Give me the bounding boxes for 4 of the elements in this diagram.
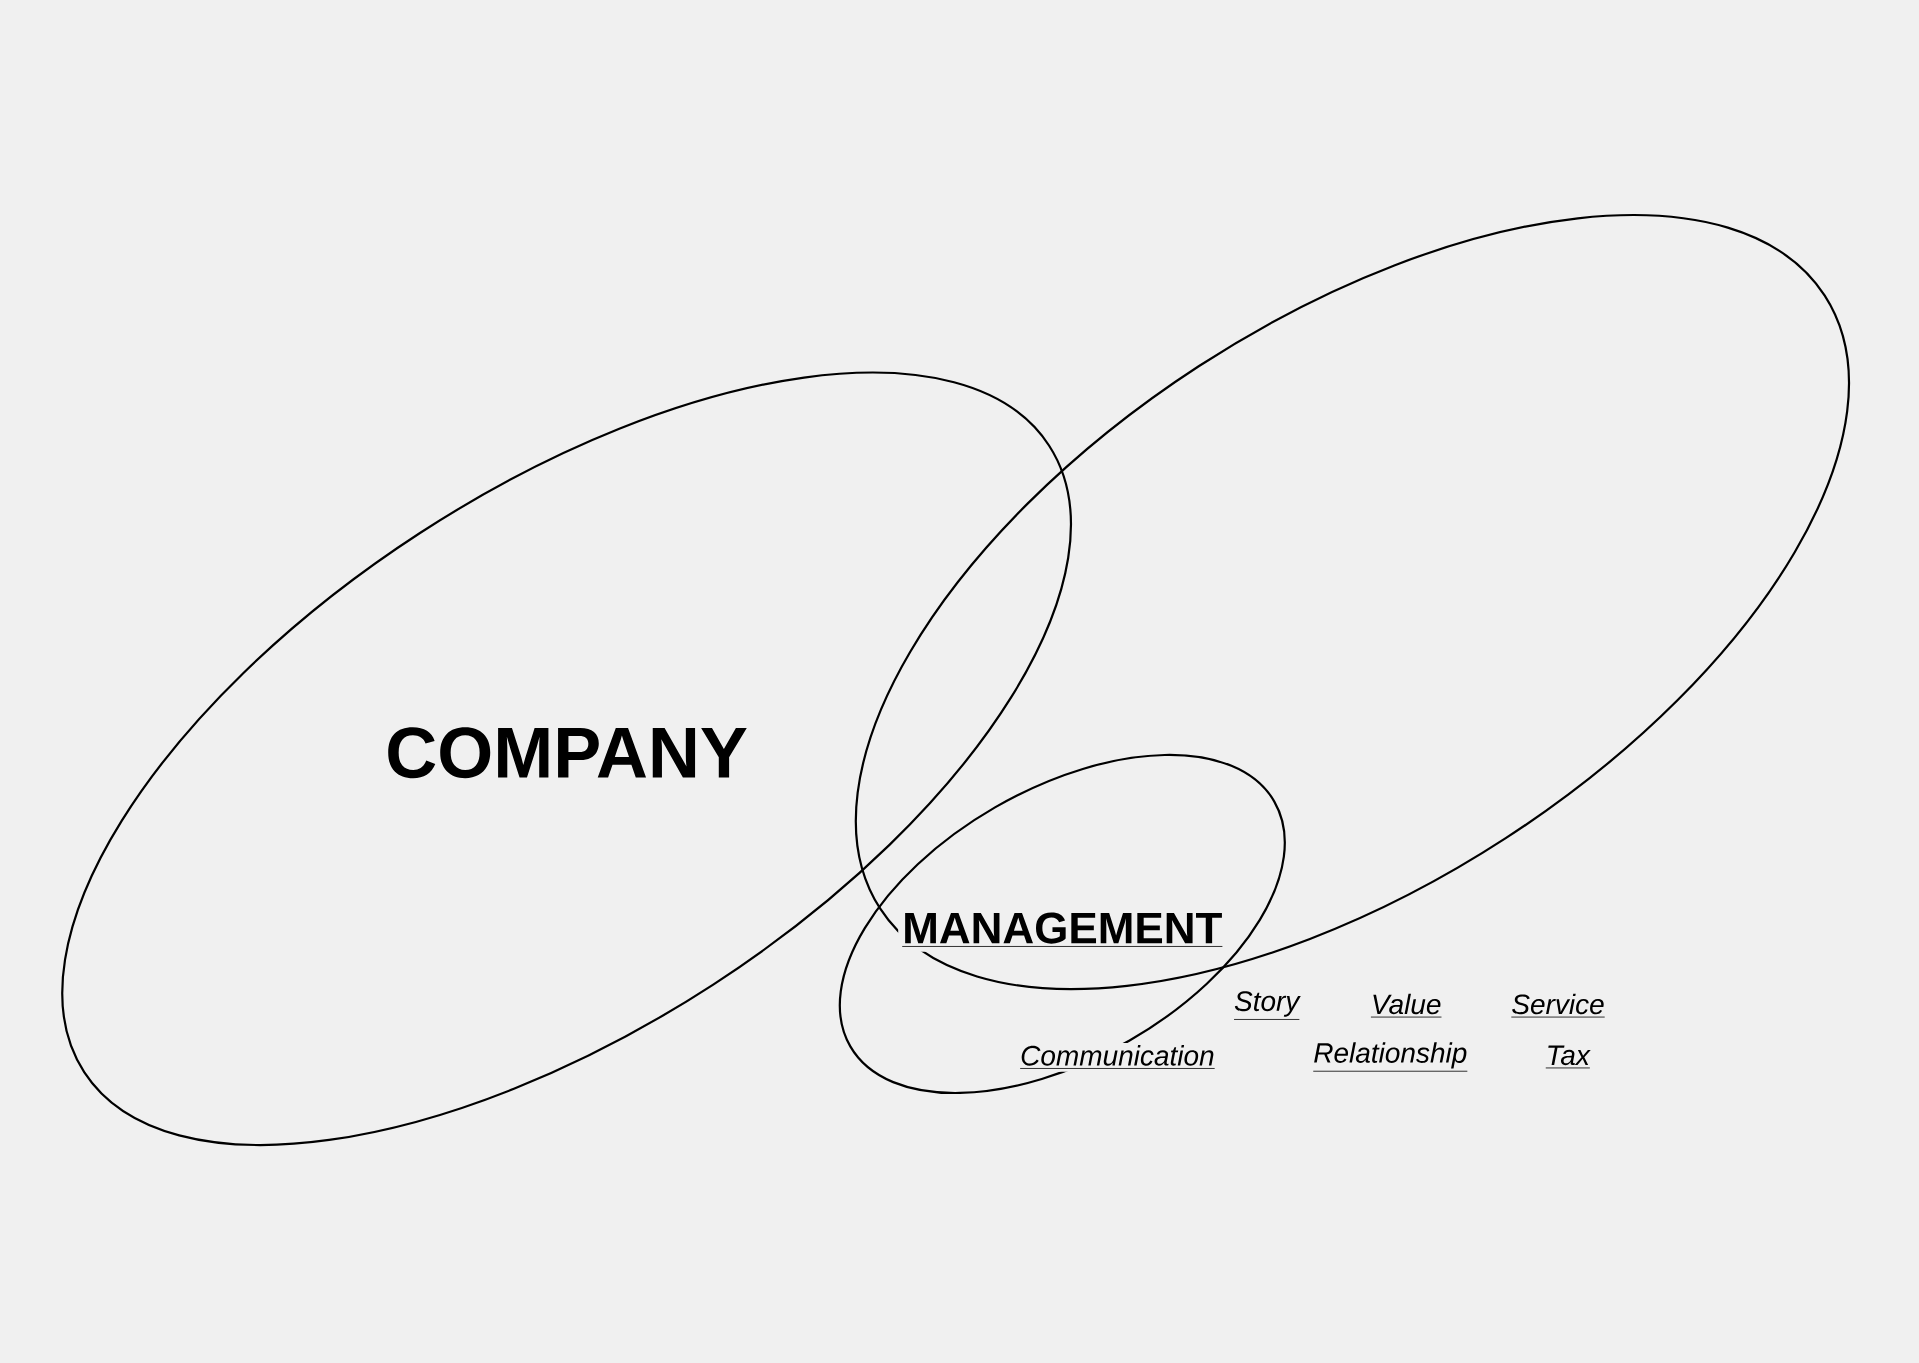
underlined-label: Value <box>1368 991 1444 1021</box>
underlined-label: Communication <box>1018 1043 1217 1072</box>
underlined-label: Relationship <box>1311 1040 1470 1075</box>
underlined-label: Service <box>1509 991 1607 1021</box>
